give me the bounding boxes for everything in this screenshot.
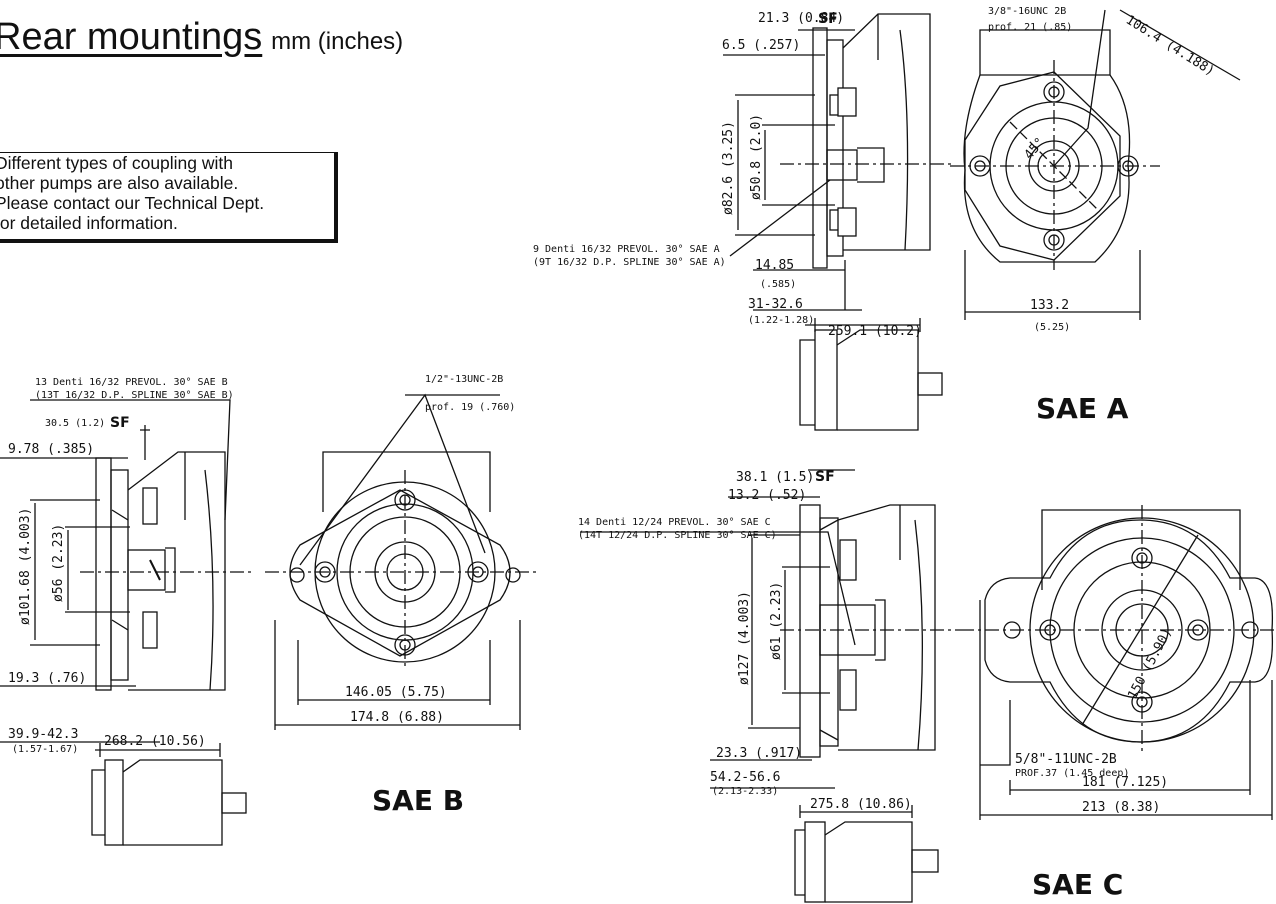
sae-c-label: SAE C — [1032, 868, 1123, 901]
sae-c-dim-hub-length: 38.1 (1.5) — [736, 470, 814, 485]
sae-c-width-inner: 181 (7.125) — [1082, 775, 1168, 790]
sae-a-spline-en: (9T 16/32 D.P. SPLINE 30° SAE A) — [533, 257, 726, 268]
sae-b-width-inner: 146.05 (5.75) — [345, 685, 447, 700]
sae-b-dia-inner: ø56 (2.23) — [51, 524, 66, 602]
sae-c-side-view — [780, 504, 960, 758]
sae-c-spline-en: (14T 12/24 D.P. SPLINE 30° SAE C) — [578, 530, 777, 541]
sae-c-dim-shaft-b-in: (2.13-2.33) — [712, 786, 778, 797]
sae-b-front-view — [265, 393, 540, 670]
sae-b-overall-length: 268.2 (10.56) — [104, 734, 206, 749]
sae-b-thread-depth: prof. 19 (.760) — [425, 402, 515, 413]
sae-a-angle: 45° — [1022, 135, 1049, 163]
sae-a-side-view — [780, 13, 955, 269]
sae-b-spline-it: 13 Denti 16/32 PREVOL. 30° SAE B — [35, 377, 228, 388]
page-title: Rear mountings mm (inches) — [0, 16, 403, 59]
sae-b-dimension-lines — [0, 394, 521, 743]
sae-b-pump-silhouette — [91, 743, 247, 846]
note-line: Different types of coupling with — [0, 153, 234, 173]
sae-a-width: 133.2 — [1030, 298, 1069, 313]
sae-c-spline-it: 14 Denti 12/24 PREVOL. 30° SAE C — [578, 517, 771, 528]
sae-b-dim-shaft-a: 19.3 (.76) — [8, 671, 86, 686]
sae-a-overall-length: 259.1 (10.2) — [828, 324, 922, 339]
sae-c-dim-shaft-a: 23.3 (.917) — [716, 746, 802, 761]
sae-c-overall-length: 275.8 (10.86) — [810, 797, 912, 812]
sae-a-sf-label: SF — [818, 11, 838, 27]
sae-c-dim-flange-offset: 13.2 (.52) — [728, 488, 806, 503]
sae-b-dim-shaft-b-in: (1.57-1.67) — [12, 744, 78, 755]
sae-a-diagonal: 106.4 (4.188) — [1123, 13, 1217, 80]
sae-b-label: SAE B — [372, 784, 464, 817]
sae-a-dimension-lines — [723, 9, 1241, 320]
sae-c-dim-shaft-b: 54.2-56.6 — [710, 770, 780, 785]
sae-b-drawing — [0, 393, 540, 846]
sae-b-sf-label: SF — [110, 415, 130, 431]
sae-a-width-in: (5.25) — [1034, 322, 1070, 333]
sae-a-dim-flange-offset: 6.5 (.257) — [722, 38, 800, 53]
sae-b-thread: 1/2"-13UNC-2B — [425, 374, 503, 385]
sae-c-sf-label: SF — [815, 469, 835, 485]
sae-a-label: SAE A — [1036, 392, 1129, 425]
sae-a-dia-inner: ø50.8 (2.0) — [749, 114, 764, 200]
sae-b-width-outer: 174.8 (6.88) — [350, 710, 444, 725]
sae-c-pump-silhouette — [794, 805, 939, 903]
sae-a-spline-it: 9 Denti 16/32 PREVOL. 30° SAE A — [533, 244, 720, 255]
sae-a-dia-outer: ø82.6 (3.25) — [721, 121, 736, 215]
sae-c-front-view — [960, 505, 1276, 755]
note-line: for detailed information. — [0, 213, 178, 233]
sae-c-diagonal: 150 (5.90) — [1125, 626, 1175, 702]
sae-b-dim-hub-length: 30.5 (1.2) — [45, 418, 105, 429]
sae-b-dia-outer: ø101.68 (4.003) — [18, 508, 33, 625]
sae-c-dia-outer: ø127 (4.003) — [737, 591, 752, 685]
sae-c-drawing — [580, 469, 1276, 903]
sae-a-dim-shaft-a-in: (.585) — [760, 279, 796, 290]
sae-a-dim-hub-length: 21.3 (0.84) — [758, 11, 844, 26]
sae-c-dimension-lines — [580, 469, 1273, 820]
sae-c-dia-inner: ø61 (2.23) — [769, 582, 784, 660]
sae-c-thread-depth: PROF.37 (1.45 deep) — [1015, 768, 1129, 779]
sae-c-width-outer: 213 (8.38) — [1082, 800, 1160, 815]
sae-b-side-view — [80, 451, 255, 691]
sae-a-pump-silhouette — [799, 318, 943, 431]
note-line: Please contact our Technical Dept. — [0, 193, 265, 213]
coupling-note: Different types of coupling with other p… — [0, 152, 338, 243]
sae-b-dim-flange-offset: 9.78 (.385) — [8, 442, 94, 457]
sae-a-dim-shaft-b: 31-32.6 — [748, 297, 803, 312]
sae-a-drawing — [723, 9, 1241, 431]
sae-b-dim-shaft-b: 39.9-42.3 — [8, 727, 78, 742]
sae-c-thread: 5/8"-11UNC-2B — [1015, 752, 1117, 767]
sae-a-dim-shaft-a: 14.85 — [755, 258, 794, 273]
note-line: other pumps are also available. — [0, 173, 239, 193]
sae-a-thread-depth: prof. 21 (.85) — [988, 22, 1072, 33]
sae-a-thread: 3/8"-16UNC 2B — [988, 6, 1066, 17]
title-unit: mm (inches) — [271, 28, 404, 55]
sae-a-front-view — [950, 9, 1160, 270]
sae-b-spline-en: (13T 16/32 D.P. SPLINE 30° SAE B) — [35, 390, 234, 401]
title-main: Rear mountings — [0, 16, 263, 58]
sae-a-dim-shaft-b-in: (1.22-1.28) — [748, 315, 814, 326]
